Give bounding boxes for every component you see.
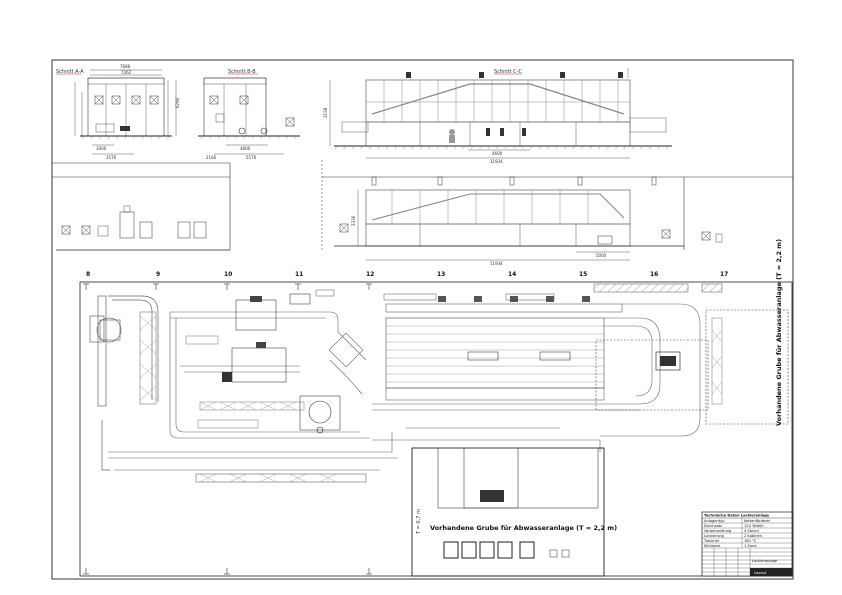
axis-13: 13 — [437, 271, 445, 278]
dim-a4: 3576 — [106, 155, 117, 160]
axis-8: 8 — [86, 271, 90, 278]
dim-c6: 3158 — [323, 107, 328, 118]
axis-labels: 8 9 10 11 12 13 14 15 16 17 — [86, 271, 728, 278]
dim-a2: 7362 — [121, 70, 132, 75]
tb-row-3-val: 2 Kabinen — [744, 534, 762, 538]
axis-12: 12 — [366, 271, 374, 278]
dim-b2: 5576 — [246, 155, 257, 160]
tb-row-0-key: Anlagentyp — [704, 519, 725, 523]
section-b-b: Schnitt B-B 4800 5576 2160 — [198, 69, 300, 160]
tb-row-4-key: Trockner — [703, 539, 720, 543]
dim-b1: 4800 — [240, 146, 251, 151]
axis-11: 11 — [295, 271, 303, 278]
axis-15: 15 — [579, 271, 587, 278]
section-c-label: Schnitt C-C — [494, 69, 522, 75]
dim-c5: 11934 — [490, 261, 503, 266]
title-block: Technische Daten Lackieranlage Anlagenty… — [701, 511, 793, 577]
tb-row-0-val: Kettenförderer — [744, 519, 771, 523]
dim-c3: 5000 — [596, 253, 607, 258]
dim-a3: 3000 — [96, 146, 107, 151]
elevation-band: 3336 5000 11934 — [52, 160, 793, 266]
dim-c4: 3336 — [351, 215, 356, 226]
axis-17: 17 — [720, 271, 728, 278]
sheet-frame — [51, 59, 794, 580]
section-c-c: Schnitt C-C — [323, 68, 672, 164]
tb-row-5-key: Kühlzone — [704, 544, 721, 548]
section-b-label: Schnitt B-B — [228, 69, 256, 75]
dim-b3: 2160 — [206, 155, 217, 160]
pit-label: Vorhandene Grube für Abwasseranlage (T =… — [430, 524, 617, 532]
existing-pit — [411, 447, 605, 577]
dim-c2: 11934 — [490, 159, 503, 164]
axis-14: 14 — [508, 271, 516, 278]
axis-9: 9 — [156, 271, 160, 278]
tb-row-2-val: 4 Zonen — [744, 529, 759, 533]
pit-depth: T = 0,7 m — [416, 509, 422, 535]
tb-row-1-key: Durchsatz — [704, 524, 722, 528]
dim-c1: 4600 — [492, 151, 503, 156]
title-block-heading: Technische Daten Lackieranlage — [704, 514, 770, 518]
section-a-a: Schnitt A-A 7686 7362 6290 3000 3576 — [56, 64, 180, 160]
tb-row-2-key: Vorbehandlung — [704, 529, 731, 533]
pit-label-right: Vorhandene Grube für Abwasseranlage (T =… — [775, 239, 783, 426]
tb-project: Lackieranlage — [752, 559, 778, 563]
section-a-label: Schnitt A-A — [56, 69, 84, 75]
dim-a5: 6290 — [175, 97, 180, 108]
dim-a1: 7686 — [120, 64, 131, 69]
axis-16: 16 — [650, 271, 658, 278]
tb-sheet-no: Layout — [754, 571, 767, 575]
tb-row-3-key: Lackierung — [704, 534, 724, 538]
tb-row-1-val: 120 Teile/h — [744, 524, 764, 528]
tb-row-4-val: 180 °C — [744, 539, 757, 543]
tb-row-5-val: 1 Zone — [744, 544, 757, 548]
axis-10: 10 — [224, 271, 232, 278]
floor-plan: Vorhandene Grube für Abwasseranlage (T =… — [79, 239, 793, 577]
